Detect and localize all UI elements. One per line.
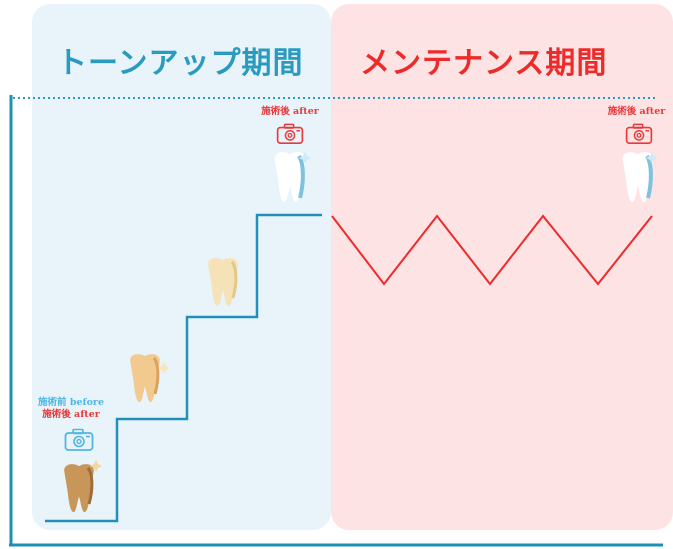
after-label-end: 施術後 after: [607, 106, 666, 117]
camera-icon-after-mid: [276, 123, 304, 145]
after-label-start: 施術後 after: [42, 409, 100, 420]
tooth-icon-stage-3: [208, 258, 238, 307]
after-label-mid: 施術後 after: [261, 106, 319, 117]
tooth-icon-maintenance: [622, 152, 658, 203]
tooth-icon-stage-2: [130, 354, 170, 403]
maintenance-zigzag-line: [331, 214, 653, 286]
maintenance-period-title: メンテナンス期間: [360, 46, 608, 81]
toneup-period-title: トーンアップ期間: [57, 46, 304, 81]
toneup-period-panel: [32, 4, 331, 530]
camera-icon-before: [64, 428, 94, 451]
tooth-icon-stage-1: [64, 460, 102, 513]
toneup-staircase-line: [45, 213, 322, 523]
camera-icon-after-end: [625, 123, 653, 145]
before-label: 施術前 before: [38, 397, 104, 408]
tooth-icon-stage-4: [274, 152, 311, 203]
